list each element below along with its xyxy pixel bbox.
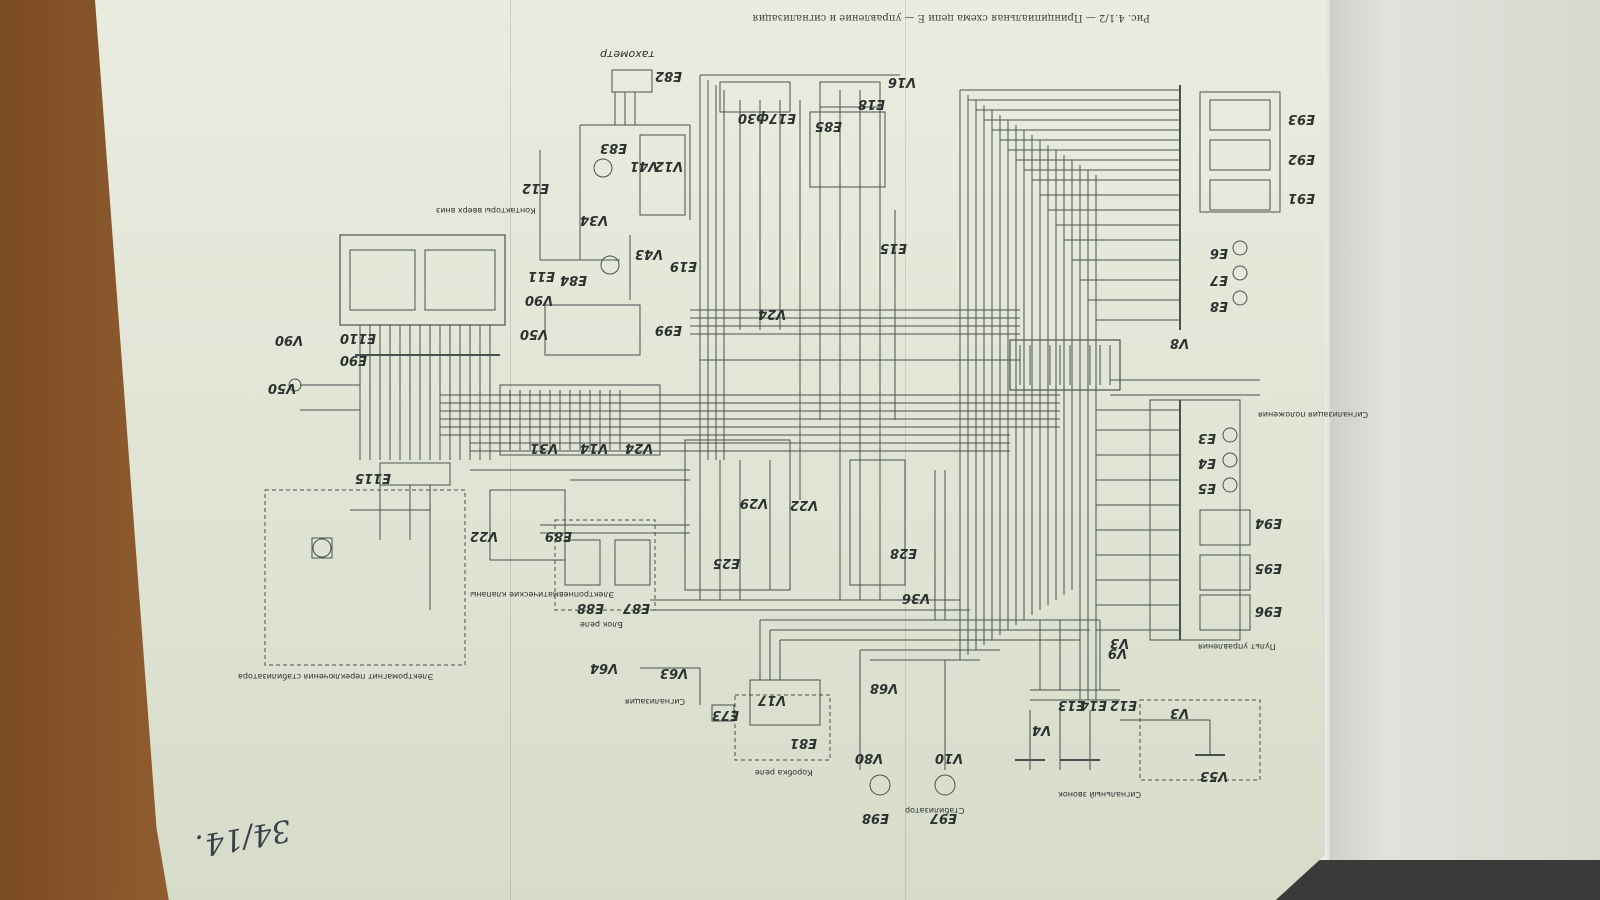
component-label: V90 <box>275 332 304 347</box>
component-label: E28 <box>890 545 917 560</box>
component-label: E82 <box>655 68 682 83</box>
component-label: E17ф30 <box>738 110 796 125</box>
component-label: V29 <box>740 495 769 510</box>
tachometer-label: тахометр <box>600 48 655 61</box>
center-connector-pins <box>1019 345 1111 385</box>
component-label: V68 <box>870 680 899 695</box>
relay-box-label: Коробка реле <box>755 768 813 777</box>
component-label: E4 <box>1198 455 1216 470</box>
component-label: E85 <box>815 118 842 133</box>
control-panel-label: Пульт управления <box>1198 642 1276 651</box>
component-label: V22 <box>470 528 499 543</box>
component-label: E25 <box>713 555 740 570</box>
component-label: E73 <box>712 707 739 722</box>
component-label: V10 <box>935 750 964 765</box>
right-upper-wires <box>960 89 1180 321</box>
component-label: E14 <box>1080 697 1107 712</box>
component-label: V64 <box>590 660 619 675</box>
component-label: E88 <box>577 600 604 615</box>
component-label: E110 <box>340 330 377 345</box>
relay-block-label: Блок реле <box>580 620 623 629</box>
component-label: V16 <box>888 74 917 89</box>
relay-panel-wires <box>509 390 621 450</box>
component-label: E15 <box>880 240 907 255</box>
signalization-label: Сигнализация <box>625 697 686 706</box>
component-label: V17 <box>758 692 787 707</box>
component-label: V31 <box>530 440 559 455</box>
contactors-label: Контакторы вверх вниз <box>436 206 536 215</box>
component-label: V22 <box>790 497 819 512</box>
component-label: E98 <box>862 810 889 825</box>
component-label: E96 <box>1255 603 1282 618</box>
component-label: V50 <box>268 380 297 395</box>
component-label: E93 <box>1288 111 1315 126</box>
component-label: V41 <box>630 158 659 173</box>
component-label: V24 <box>625 440 654 455</box>
component-label: V24 <box>758 306 787 321</box>
component-label: E89 <box>545 528 572 543</box>
component-label: E19 <box>670 258 697 273</box>
bottom-wires <box>759 619 1120 770</box>
component-label: E83 <box>600 140 627 155</box>
component-label: E12 <box>1110 697 1137 712</box>
component-label: E95 <box>1255 560 1282 575</box>
component-label: E81 <box>790 735 817 750</box>
component-label: V80 <box>855 750 884 765</box>
component-label: E99 <box>655 322 682 337</box>
component-label: E12 <box>522 180 549 195</box>
component-label: E6 <box>1210 245 1228 260</box>
component-label: E8 <box>1210 298 1228 313</box>
component-label: E84 <box>560 272 587 287</box>
component-label: E87 <box>623 600 650 615</box>
component-label: V34 <box>580 212 609 227</box>
component-label: E92 <box>1288 151 1315 166</box>
component-label: V3 <box>1170 705 1190 720</box>
stabilizer-switch-label: Электромагнит переключения стабилизатора <box>238 672 434 681</box>
position-signal-label: Сигнализация положения <box>1258 410 1369 419</box>
component-label: E94 <box>1255 515 1282 530</box>
right-lower-wires <box>1096 379 1260 631</box>
component-label: V90 <box>525 292 554 307</box>
component-label: V50 <box>520 326 549 341</box>
component-label: E18 <box>858 96 885 111</box>
component-label: E115 <box>355 470 392 485</box>
electrovalve-label: Электропневматические клапаны <box>470 590 615 599</box>
component-label: V3 <box>1110 635 1130 650</box>
component-label: V63 <box>660 665 689 680</box>
component-label: V12 <box>655 158 684 173</box>
upper-middle-wires <box>699 74 900 460</box>
component-label: E91 <box>1288 190 1315 205</box>
component-label: V36 <box>902 590 931 605</box>
component-label: V4 <box>1032 722 1052 737</box>
binder-page <box>1330 0 1600 900</box>
component-label: E5 <box>1198 480 1216 495</box>
contactor-wires <box>359 325 491 460</box>
component-label: E97 <box>930 810 957 825</box>
component-label: V43 <box>635 246 664 261</box>
component-label: E90 <box>340 352 367 367</box>
fold-line <box>905 0 906 900</box>
bell-label: Сигнальный звонок <box>1058 790 1142 799</box>
component-label: V8 <box>1170 335 1190 350</box>
component-label: V53 <box>1200 768 1229 783</box>
component-label: E3 <box>1198 430 1216 445</box>
component-label: V14 <box>580 440 609 455</box>
component-label: E7 <box>1210 272 1228 287</box>
component-label: E11 <box>528 268 555 283</box>
middle-bus <box>440 309 1060 452</box>
